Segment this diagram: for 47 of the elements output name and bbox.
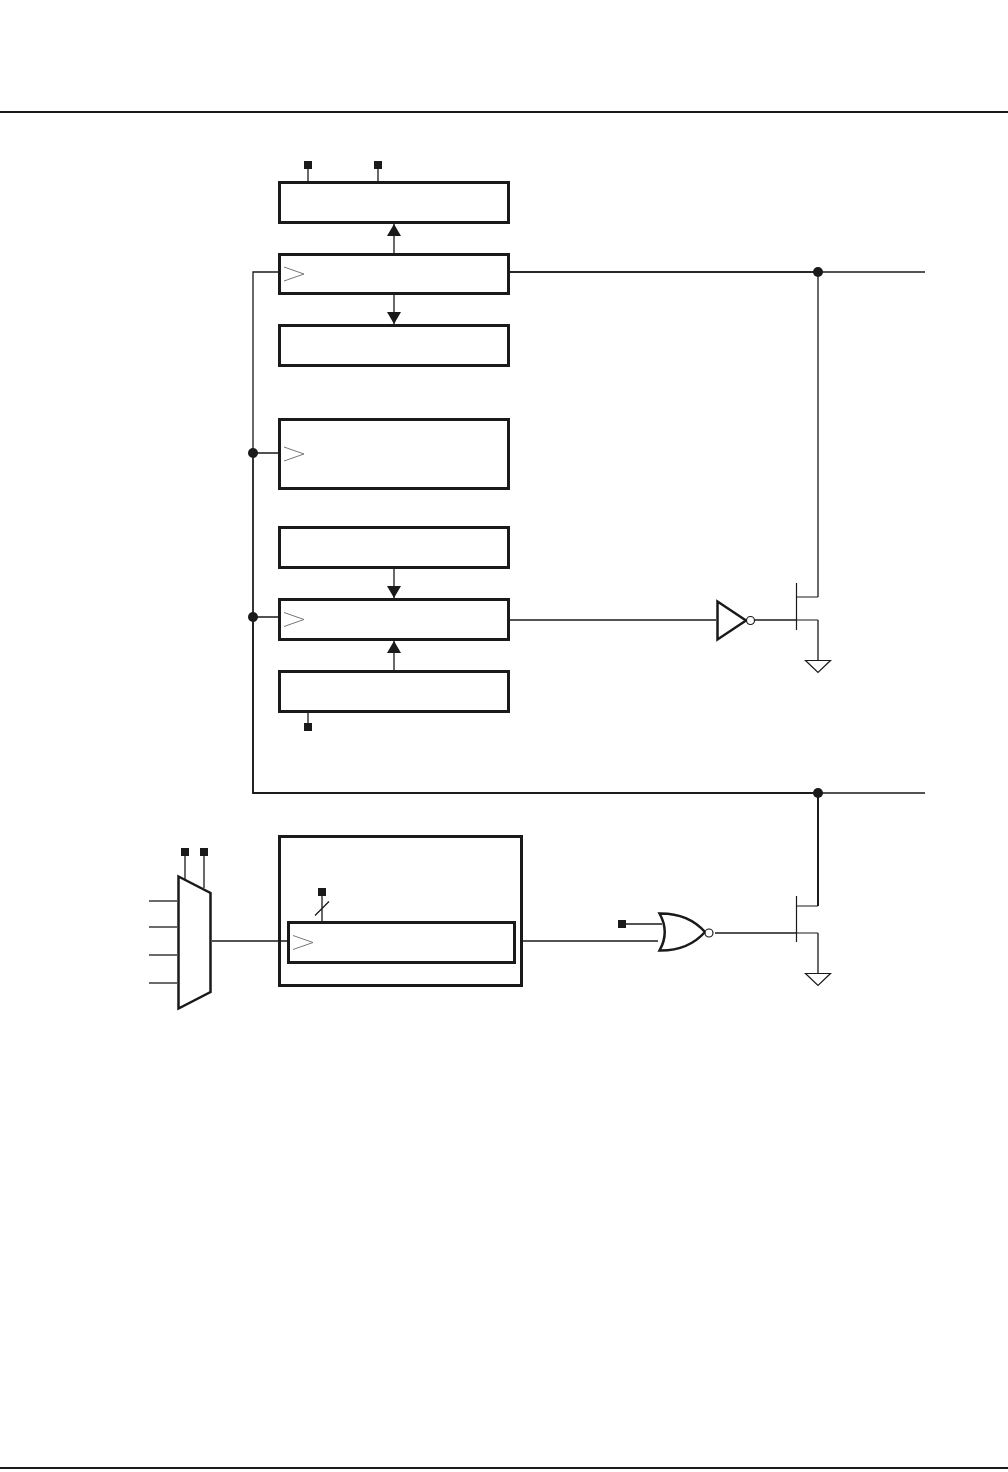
wire [509, 271, 819, 598]
transistor-symbol [796, 583, 818, 630]
ground-symbol [805, 973, 831, 986]
wire [522, 940, 659, 942]
wire [307, 712, 309, 724]
multiplexer-symbol [177, 875, 212, 1010]
wire [817, 932, 819, 974]
pin-terminal [200, 848, 208, 856]
wire [314, 895, 330, 922]
wire [211, 940, 288, 942]
register-box [278, 835, 523, 987]
wire [817, 619, 819, 661]
register-box [278, 181, 510, 224]
register-box [287, 921, 516, 964]
register-box [278, 418, 510, 490]
wire [148, 926, 178, 928]
pin-terminal [374, 161, 382, 169]
register-box [278, 670, 510, 713]
arrow [387, 294, 401, 325]
wire [148, 954, 178, 956]
wire [148, 982, 178, 984]
register-box [278, 324, 510, 367]
pin-terminal [304, 161, 312, 169]
wire [184, 855, 186, 880]
wire [148, 900, 178, 902]
arrow [387, 223, 401, 254]
wire [509, 619, 717, 621]
inverter-symbol [716, 600, 755, 641]
wire [817, 792, 926, 907]
wire [754, 619, 797, 621]
wire [203, 855, 205, 889]
arrow [387, 640, 401, 671]
wire [377, 168, 379, 182]
wire [307, 168, 309, 182]
wire [714, 932, 797, 934]
pin-terminal [318, 888, 326, 896]
pin-terminal [181, 848, 189, 856]
pin-terminal [618, 920, 626, 928]
wire [625, 923, 663, 925]
register-box [278, 253, 510, 295]
ground-symbol [805, 660, 831, 673]
transistor-symbol [796, 896, 818, 942]
pin-terminal [304, 723, 312, 731]
register-box [278, 526, 510, 569]
register-box [278, 598, 510, 641]
arrow [387, 568, 401, 599]
nor-gate-symbol [658, 912, 715, 952]
